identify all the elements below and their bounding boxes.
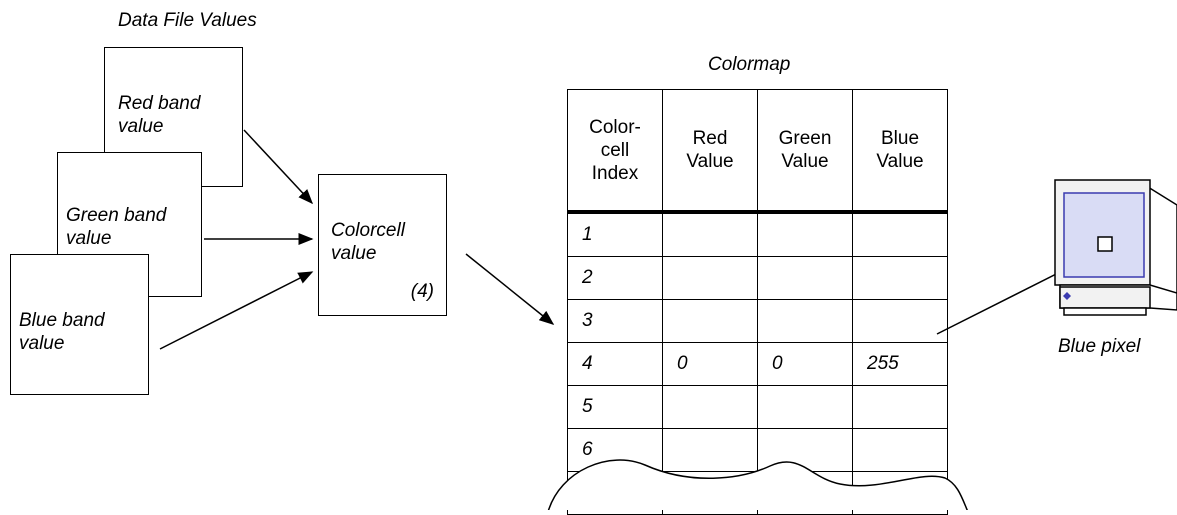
colorcell-number: (4) [410,281,434,302]
colorcell-value-box: Colorcell value (4) [318,174,447,316]
cell-index: 3 [567,299,663,343]
cell-blue [852,211,948,257]
colormap-header-row: Color- cell Index Red Value Green Value … [567,89,948,214]
cell-red [662,299,758,343]
cell-index: 5 [567,385,663,429]
colormap-header-index: Color- cell Index [567,89,663,214]
colorcell-to-colormap-arrow [465,253,555,325]
cell-green: 0 [757,342,853,386]
colorcell-label: Colorcell value [331,220,405,264]
cell-red [662,211,758,257]
table-row: 5 [567,385,948,429]
blue-band-card: Blue band value [10,254,149,395]
cell-index: 2 [567,256,663,300]
blue-pixel-label: Blue pixel [1058,336,1141,357]
cell-blue [852,385,948,429]
data-file-values-title: Data File Values [118,10,257,31]
blue-to-colorcell-arrow [159,271,314,350]
colormap-header-green: Green Value [757,89,853,214]
blue-band-label: Blue band value [19,310,105,354]
colormap-title: Colormap [708,54,791,75]
table-row: 3 [567,299,948,343]
red-band-label: Red band value [118,93,201,137]
cell-index: 1 [567,211,663,257]
table-row: 2 [567,256,948,300]
red-to-colorcell-arrow [243,129,314,205]
monitor-icon [1054,179,1177,316]
colormap-header-blue: Blue Value [852,89,948,214]
cell-green [757,299,853,343]
green-band-label: Green band value [66,205,167,249]
table-row: 1 [567,211,948,257]
cell-blue [852,256,948,300]
